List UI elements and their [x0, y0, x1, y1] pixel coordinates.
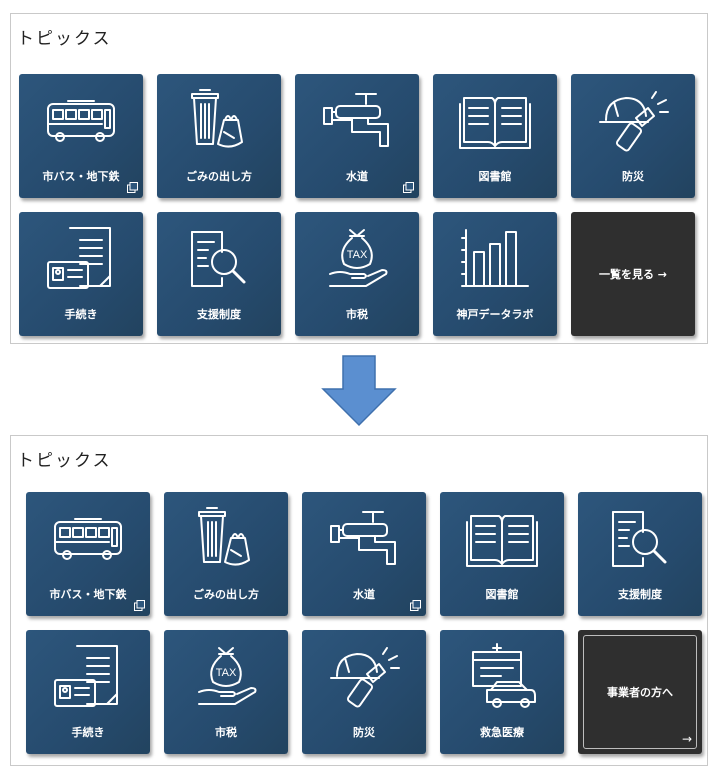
topics-panel-after: トピックス 市バス・地下鉄 ごみの出し方 水道 図書館 支援制度 [10, 435, 708, 766]
tile-bus-subway[interactable]: 市バス・地下鉄 [26, 492, 150, 616]
tile-label: 手続き [71, 726, 105, 739]
external-link-icon [410, 600, 421, 611]
tile-emergency-medical[interactable]: 救急医療 [440, 630, 564, 754]
tile-support-system[interactable]: 支援制度 [157, 212, 281, 336]
tile-bus-subway[interactable]: 市バス・地下鉄 [19, 74, 143, 198]
tile-label: 図書館 [478, 170, 512, 183]
tile-garbage[interactable]: ごみの出し方 [157, 74, 281, 198]
tile-water[interactable]: 水道 [302, 492, 426, 616]
tile-label: 防災 [353, 726, 375, 739]
external-link-icon [134, 600, 145, 611]
tile-label: 救急医療 [480, 726, 524, 739]
panel-title: トピックス [17, 29, 112, 49]
for-businesses-label: 事業者の方へ [607, 686, 673, 699]
tile-label: ごみの出し方 [193, 588, 259, 601]
tile-label: 手続き [64, 308, 98, 321]
tile-label: 市税 [346, 308, 368, 321]
tile-label: 水道 [353, 588, 375, 601]
tile-water[interactable]: 水道 [295, 74, 419, 198]
svg-text:TAX: TAX [347, 249, 368, 261]
view-all-label: 一覧を見る → [598, 268, 668, 281]
tile-label: 市バス・地下鉄 [42, 170, 120, 183]
tile-label: 支援制度 [618, 588, 662, 601]
tile-city-tax[interactable]: TAX 市税 [164, 630, 288, 754]
tile-library[interactable]: 図書館 [433, 74, 557, 198]
for-businesses-button[interactable]: 事業者の方へ → [578, 630, 702, 754]
tile-disaster-prevention[interactable]: 防災 [571, 74, 695, 198]
tile-procedures[interactable]: 手続き [19, 212, 143, 336]
arrow-right-icon: → [681, 732, 692, 746]
external-link-icon [127, 182, 138, 193]
view-all-button[interactable]: 一覧を見る → [571, 212, 695, 336]
tile-procedures[interactable]: 手続き [26, 630, 150, 754]
tile-kobe-data-lab[interactable]: 神戸データラボ [433, 212, 557, 336]
tile-garbage[interactable]: ごみの出し方 [164, 492, 288, 616]
topics-grid: 市バス・地下鉄 ごみの出し方 水道 図書館 支援制度 手続き TAX 市税 [26, 492, 702, 754]
svg-text:TAX: TAX [216, 667, 237, 679]
tile-support-system[interactable]: 支援制度 [578, 492, 702, 616]
tile-label: 防災 [622, 170, 644, 183]
tile-city-tax[interactable]: TAX 市税 [295, 212, 419, 336]
tile-label: 図書館 [485, 588, 519, 601]
external-link-icon [403, 182, 414, 193]
topics-grid: 市バス・地下鉄 ごみの出し方 水道 図書館 防災 手続き 支援 [19, 74, 695, 336]
tile-disaster-prevention[interactable]: 防災 [302, 630, 426, 754]
tile-label: ごみの出し方 [186, 170, 252, 183]
tile-library[interactable]: 図書館 [440, 492, 564, 616]
down-arrow-icon [321, 355, 397, 427]
topics-panel-before: トピックス 市バス・地下鉄 ごみの出し方 水道 図書館 防災 [10, 13, 708, 344]
tile-label: 神戸データラボ [456, 308, 534, 321]
panel-title: トピックス [17, 451, 112, 471]
tile-label: 市税 [215, 726, 237, 739]
tile-label: 支援制度 [197, 308, 241, 321]
tile-label: 水道 [346, 170, 368, 183]
tile-label: 市バス・地下鉄 [49, 588, 127, 601]
